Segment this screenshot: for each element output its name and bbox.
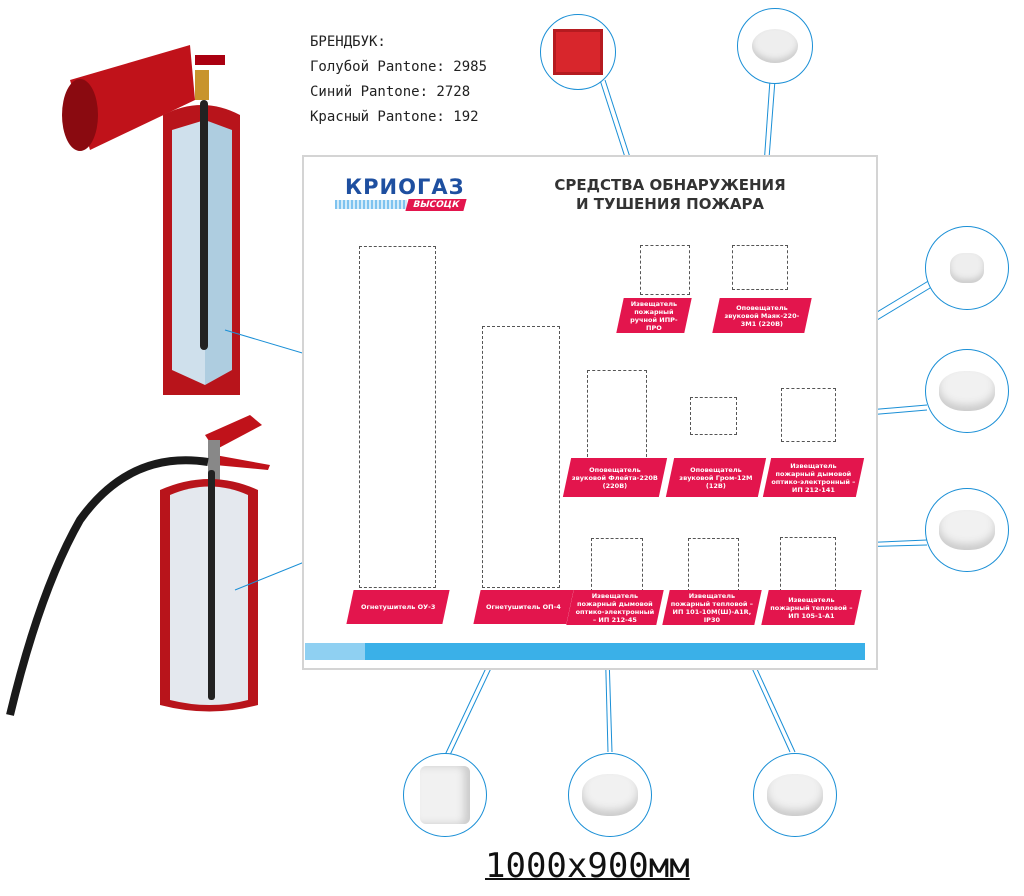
label-ip105: Извещатель пожарный тепловой – ИП 105-1-… <box>761 590 862 625</box>
brandbook-line: Красный Pantone: 192 <box>310 109 479 125</box>
placeholder-ip212-45 <box>591 538 643 592</box>
label-ip212-141: Извещатель пожарный дымовой оптико-элект… <box>762 458 865 497</box>
label-mayak: Оповещатель звуковой Маяк-220-3М1 (220В) <box>712 298 812 333</box>
sounder-mayak-photo <box>737 8 813 84</box>
logo: КРИОГАЗ <box>345 175 465 199</box>
heat-detector-ip105-photo <box>925 488 1009 572</box>
sounder-fleyta-photo <box>403 753 487 837</box>
logo-subtitle: ВЫСОЦК <box>405 199 467 211</box>
powder-extinguisher-image <box>6 415 270 716</box>
co2-extinguisher-image <box>62 45 240 395</box>
logo-pattern <box>335 200 407 209</box>
placeholder-ip101 <box>688 538 739 592</box>
placeholder-ou3 <box>359 246 436 588</box>
placeholder-grom <box>690 397 737 435</box>
heat-detector-ip101-photo <box>753 753 837 837</box>
sounder-grom-photo <box>925 226 1009 310</box>
label-ip212-45: Извещатель пожарный дымовой оптико-элект… <box>566 590 664 625</box>
placeholder-op4 <box>482 326 560 588</box>
bottom-stripe <box>305 643 865 660</box>
label-op4: Огнетушитель ОП-4 <box>473 590 574 624</box>
label-fleyta: Оповещатель звуковой Флейта-220В (220В) <box>562 458 668 497</box>
smoke-detector-ip212-141-photo <box>925 349 1009 433</box>
brandbook-line: Синий Pantone: 2728 <box>310 84 471 100</box>
placeholder-fleyta <box>587 370 647 462</box>
brandbook-title: БРЕНДБУК: <box>310 34 386 50</box>
brandbook-notes: БРЕНДБУК: Голубой Pantone: 2985 Синий Pa… <box>310 30 487 130</box>
size-caption: 1000x900мм <box>485 846 690 886</box>
stand-board <box>302 155 878 670</box>
manual-call-point-photo <box>540 14 616 90</box>
label-grom: Оповещатель звуковой Гром-12М (12В) <box>665 458 767 497</box>
placeholder-ipr <box>640 245 690 295</box>
label-ipr: Извещатель пожарный ручной ИПР-ПРО <box>616 298 692 333</box>
brandbook-line: Голубой Pantone: 2985 <box>310 59 488 75</box>
placeholder-ip105 <box>780 537 836 592</box>
placeholder-mayak <box>732 245 788 290</box>
label-ip101: Извещатель пожарный тепловой – ИП 101-10… <box>662 590 762 625</box>
placeholder-ip212-141 <box>781 388 836 442</box>
smoke-detector-ip212-45-photo <box>568 753 652 837</box>
label-ou3: Огнетушитель ОУ-3 <box>346 590 450 624</box>
